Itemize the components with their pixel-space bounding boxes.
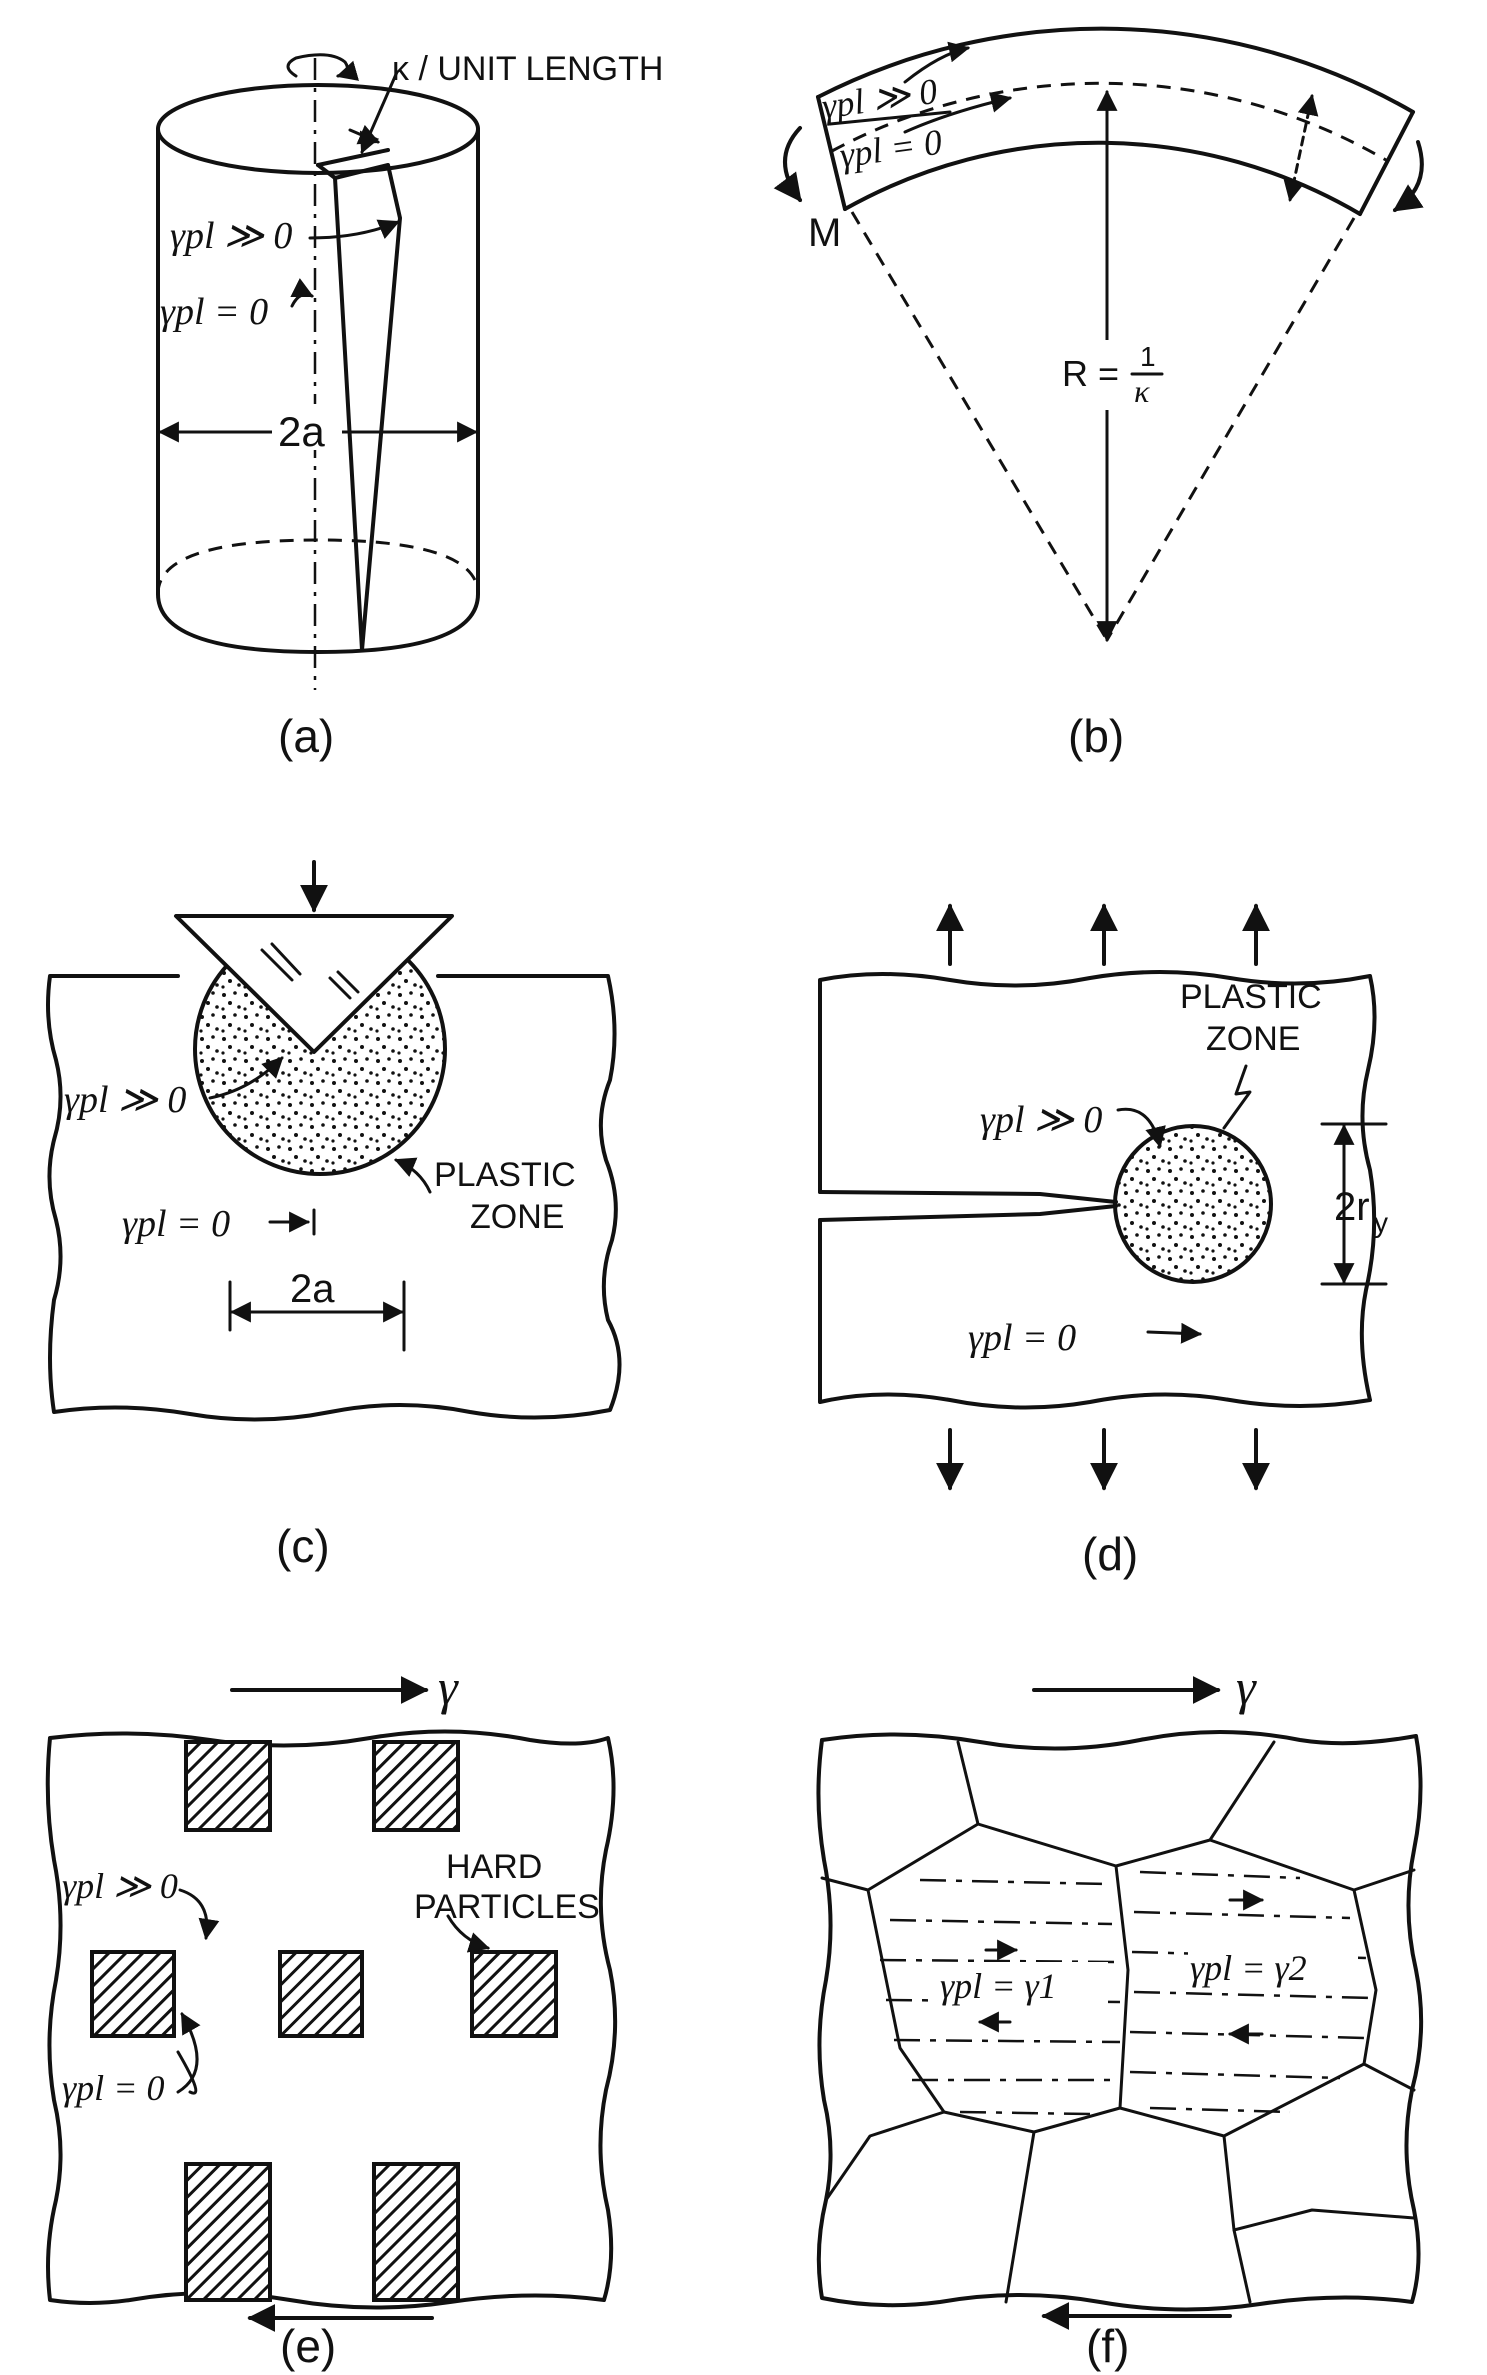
panel-d-crack-tip: PLASTIC ZONE γpl ≫ 0 γpl = 0 2r y (d) [818, 903, 1388, 1580]
caption-e: (e) [280, 2320, 336, 2372]
width-label-c: 2a [290, 1267, 335, 1311]
high-strain-leader-c [208, 1056, 284, 1100]
high-strain-leader-d [1116, 1107, 1166, 1149]
slip-lines-grain-1 [879, 1878, 1123, 2116]
beam-end-right [1358, 110, 1415, 216]
kappa-label: κ / UNIT LENGTH [392, 50, 663, 88]
radius-label-d-sub: y [1374, 1207, 1388, 1238]
zone-leader-d [1222, 1064, 1252, 1130]
radius-label-d: 2r [1334, 1185, 1370, 1229]
caption-d: (d) [1082, 1528, 1138, 1580]
block-outline-e [45, 1729, 618, 2310]
panel-a-torsion-cylinder: κ / UNIT LENGTH γpl ≫ 0 γpl = 0 2a (a) [156, 50, 663, 762]
hard-particle [372, 2162, 460, 2302]
indenter [174, 914, 454, 1054]
caption-f: (f) [1086, 2320, 1129, 2372]
block-outline-f [816, 1730, 1424, 2312]
hard-particle [184, 1740, 272, 1832]
twist-wedge-2 [333, 163, 402, 652]
zero-strain-leader-b [903, 92, 1013, 134]
zone-label-d-1: PLASTIC [1180, 978, 1322, 1016]
particles-label-1: HARD [446, 1848, 542, 1886]
radius-label: R = [1062, 353, 1119, 394]
beam-end-left [816, 95, 847, 211]
radius-line-left [850, 211, 1109, 641]
high-strain-leader-e [178, 1888, 220, 1941]
shear-label-e: γ [438, 1659, 459, 1715]
zero-strain-leader-e [176, 2012, 201, 2094]
caption-c: (c) [276, 1520, 330, 1572]
hard-particle [184, 2162, 272, 2302]
particles-label-2: PARTICLES [414, 1888, 600, 1926]
zone-leader-c [394, 1157, 432, 1194]
radius-denominator: κ [1134, 373, 1150, 409]
hard-particle [470, 1950, 558, 2038]
panel-b-bending-beam: γpl ≫ 0 γpl = 0 M R = 1 κ (b) [773, 26, 1424, 762]
panel-f-polycrystal: γ [816, 1659, 1424, 2372]
zone-label-c-2: ZONE [470, 1198, 564, 1236]
grain-1-label: γpl = γ1 [940, 1966, 1057, 2006]
moment-arrow-left [773, 126, 802, 203]
twist-slice-top [316, 148, 390, 167]
high-strain-leader-a [308, 219, 400, 240]
radius-line-right [1105, 217, 1356, 641]
panel-c-indentation: γpl ≫ 0 γpl = 0 PLASTIC ZONE 2a (c) [46, 860, 622, 1572]
high-strain-label-a: γpl ≫ 0 [170, 215, 292, 257]
particles-leader [446, 1914, 491, 1953]
zero-strain-label-b: γpl = 0 [837, 122, 944, 176]
zero-strain-label-c: γpl = 0 [122, 1203, 230, 1245]
hard-particle [90, 1950, 176, 2038]
caption-b: (b) [1068, 710, 1124, 762]
grain-boundaries [820, 1740, 1416, 2304]
block-outline-d [818, 970, 1377, 1410]
high-strain-leader-b [903, 41, 971, 84]
width-label-a: 2a [278, 408, 325, 455]
crack-upper-face [818, 1190, 1118, 1204]
plastic-zone-d [1113, 1124, 1273, 1284]
zero-strain-leader-e-2 [176, 2050, 198, 2095]
crack-lower-face [818, 1204, 1118, 1222]
kappa-tick-arrow [348, 124, 380, 145]
grain-2-label: γpl = γ2 [1190, 1948, 1307, 1988]
zone-label-d-2: ZONE [1206, 1020, 1300, 1058]
hard-particle [372, 1740, 460, 1832]
zero-strain-leader-a [290, 278, 314, 308]
high-strain-label-e: γpl ≫ 0 [62, 1866, 178, 1906]
high-strain-label-d: γpl ≫ 0 [980, 1099, 1102, 1141]
thickness-dimension [1283, 93, 1319, 203]
hard-particle [278, 1950, 364, 2038]
panel-e-hard-particles: γ γpl ≫ 0 γpl = 0 HARD PARTICLES (e) [45, 1659, 618, 2372]
radius-numerator: 1 [1140, 341, 1156, 372]
beam-outer-edge [816, 26, 1415, 114]
caption-a: (a) [278, 710, 334, 762]
zero-strain-label-a: γpl = 0 [160, 291, 268, 333]
shear-label-f: γ [1236, 1659, 1257, 1715]
high-strain-label-c: γpl ≫ 0 [64, 1079, 186, 1121]
zero-strain-arrow-d [1146, 1322, 1203, 1344]
cylinder-bottom-front [156, 592, 480, 654]
torque-rotation-arrow [286, 53, 360, 81]
moment-label: M [808, 211, 841, 255]
zero-strain-label-e: γpl = 0 [62, 2068, 164, 2108]
block-outline-c [46, 974, 622, 1422]
zero-strain-label-d: γpl = 0 [968, 1317, 1076, 1359]
cylinder-top [156, 83, 480, 175]
zone-label-c-1: PLASTIC [434, 1156, 576, 1194]
moment-arrow-right [1392, 140, 1424, 212]
cylinder-bottom-back [156, 538, 480, 595]
